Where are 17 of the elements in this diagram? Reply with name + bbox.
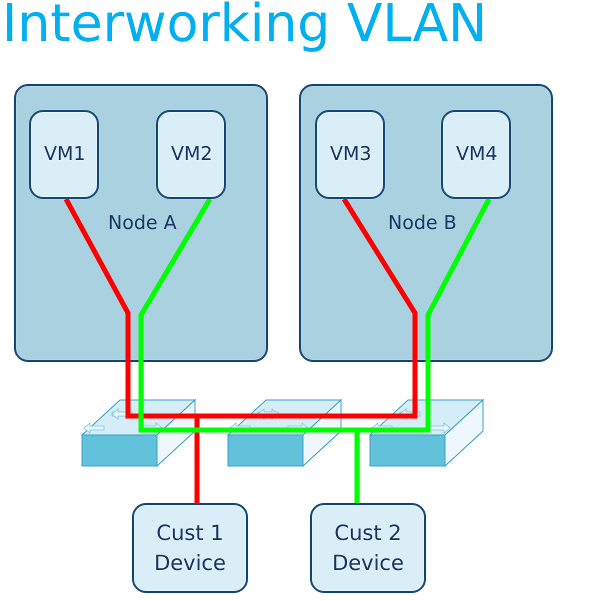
node-panel [14,84,268,362]
node-label: Node B [388,211,457,236]
device-box [441,110,511,199]
device-label: VM3 [330,142,370,167]
device-box [315,110,385,199]
device-label: Cust 2 Device [331,520,405,577]
device-box [156,110,226,199]
device-box [132,503,248,593]
device-box [310,503,426,593]
device-label: Cust 1 Device [153,520,227,577]
node-label: Node A [108,211,177,236]
title: Interworking VLAN [2,0,488,54]
device-label: VM4 [456,142,496,167]
device-label: VM2 [171,142,211,167]
device-box [29,110,99,199]
device-label: VM1 [44,142,84,167]
node-panel [299,84,553,362]
